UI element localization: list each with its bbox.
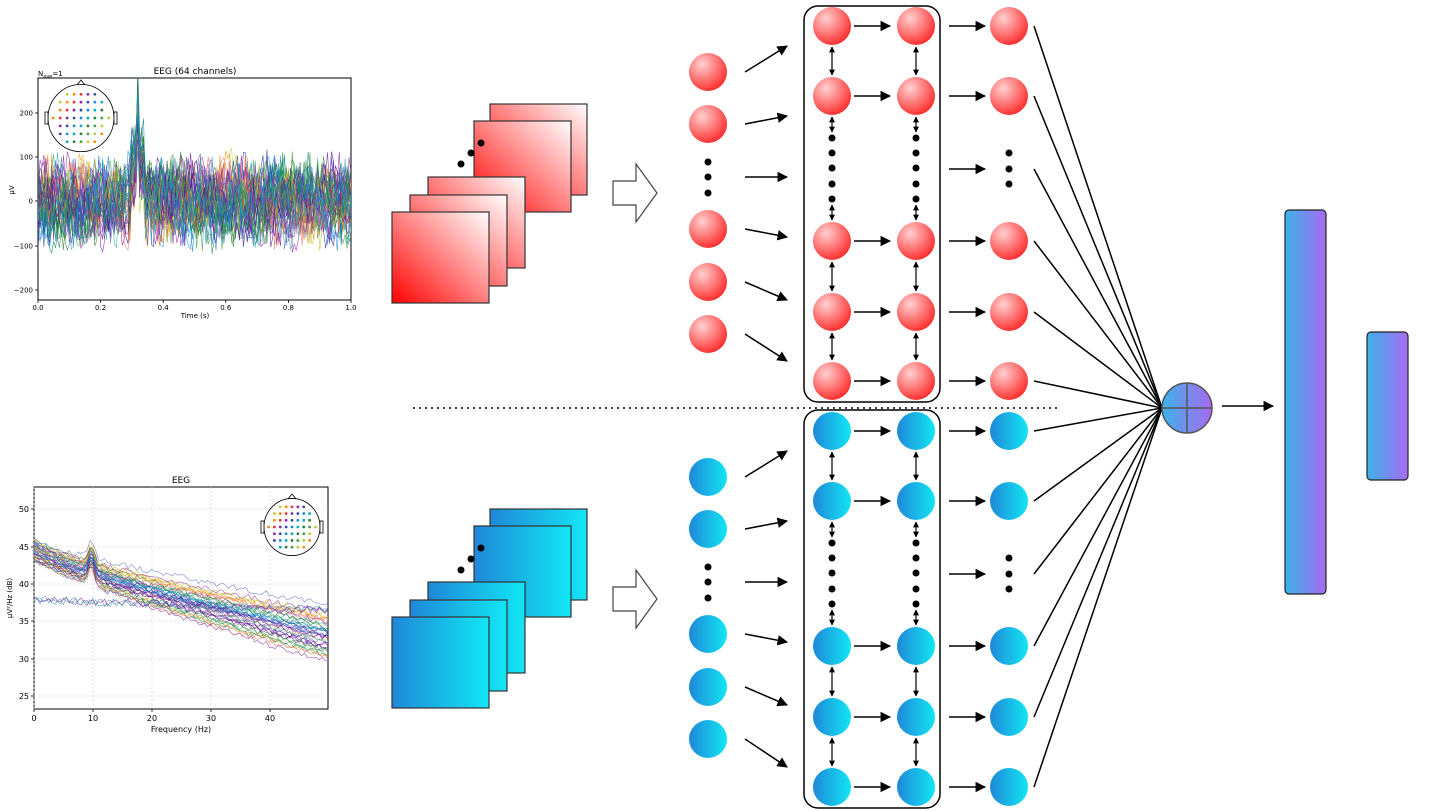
- blue-input-node: [689, 510, 727, 548]
- ytick-label: −100: [14, 243, 33, 251]
- red-input-node: [689, 105, 727, 143]
- feature-bar-small: [1367, 332, 1408, 480]
- red-input-node: [689, 53, 727, 91]
- eeg-time-xticks: 0.0 0.2 0.4 0.6 0.8 1.0: [32, 300, 356, 312]
- blue-lstm-node: [813, 412, 851, 450]
- xtick-label: 30: [206, 714, 216, 723]
- xtick-label: 40: [265, 714, 275, 723]
- blue-output-node: [990, 482, 1028, 520]
- blue-lstm-node: [813, 768, 851, 806]
- red-output-node: [990, 77, 1028, 115]
- ytick-label: −200: [14, 287, 33, 295]
- block-arrow-red: [613, 164, 657, 222]
- eeg-psd-xlabel: Frequency (Hz): [151, 725, 211, 734]
- ytick-label: 200: [20, 110, 33, 118]
- red-input-node: [689, 210, 727, 248]
- red-lstm-node: [897, 293, 935, 331]
- blue-lstm-node: [897, 482, 935, 520]
- eeg-psd-plot: EEG µV²/Hz (dB) Frequency (Hz) 0 10 20 30 40…: [6, 476, 328, 734]
- blue-input-node: [689, 720, 727, 758]
- eeg-time-xlabel: Time (s): [180, 312, 210, 320]
- eeg-psd-ylabel: µV²/Hz (dB): [6, 578, 14, 619]
- eeg-time-plot: EEG (64 channels) Nave=1 µV Time (s) 0.0…: [8, 67, 357, 320]
- red-image-stack: [392, 104, 587, 303]
- red-lstm-node: [897, 222, 935, 260]
- ytick-label: 0: [29, 198, 33, 206]
- red-recurrent-block: [804, 6, 940, 402]
- xtick-label: 0.0: [32, 304, 43, 312]
- blue-lstm-node: [813, 627, 851, 665]
- red-lstm-node: [897, 362, 935, 400]
- ytick-label: 45: [19, 543, 29, 552]
- blue-lstm-node: [897, 412, 935, 450]
- red-input-node: [689, 263, 727, 301]
- red-output-node: [990, 7, 1028, 45]
- feature-bar-large: [1285, 210, 1326, 594]
- network-graph: [689, 6, 1162, 808]
- blue-lstm-node: [897, 698, 935, 736]
- red-output-node: [990, 222, 1028, 260]
- blue-output-node: [990, 412, 1028, 450]
- blue-lstm-node: [897, 768, 935, 806]
- blue-input-node: [689, 458, 727, 496]
- ytick-label: 25: [19, 692, 29, 701]
- red-lstm-node: [813, 7, 851, 45]
- blue-recurrent-block: [804, 410, 940, 808]
- red-lstm-node: [813, 77, 851, 115]
- block-arrow-blue: [613, 570, 657, 628]
- red-output-node: [990, 362, 1028, 400]
- xtick-label: 10: [88, 714, 98, 723]
- blue-input-node: [689, 668, 727, 706]
- eeg-time-yticks: 200 100 0 −100 −200: [14, 110, 38, 295]
- eeg-psd-title: EEG: [172, 476, 190, 486]
- red-input-node: [689, 315, 727, 353]
- blue-lstm-node: [897, 627, 935, 665]
- blue-lstm-node: [813, 482, 851, 520]
- red-lstm-node: [897, 7, 935, 45]
- red-output-node: [990, 293, 1028, 331]
- blue-output-node: [990, 768, 1028, 806]
- xtick-label: 0.4: [158, 304, 170, 312]
- ytick-label: 30: [19, 655, 29, 664]
- xtick-label: 20: [147, 714, 157, 723]
- fusion-node: [1162, 383, 1212, 433]
- xtick-label: 0: [31, 714, 36, 723]
- xtick-label: 0.6: [220, 304, 232, 312]
- red-lstm-node: [813, 293, 851, 331]
- blue-input-node: [689, 615, 727, 653]
- eeg-time-ylabel: µV: [8, 185, 16, 194]
- eeg-time-title: EEG (64 channels): [154, 67, 237, 77]
- eeg-psd-yticks: 50 45 40 35 30 25: [19, 505, 34, 701]
- ytick-label: 40: [19, 580, 29, 589]
- xtick-label: 0.2: [95, 304, 106, 312]
- blue-image-stack: [392, 509, 587, 708]
- blue-output-node: [990, 698, 1028, 736]
- xtick-label: 0.8: [283, 304, 294, 312]
- blue-lstm-node: [813, 698, 851, 736]
- blue-output-node: [990, 627, 1028, 665]
- ytick-label: 35: [19, 617, 29, 626]
- ytick-label: 100: [20, 154, 33, 162]
- red-lstm-node: [813, 362, 851, 400]
- red-lstm-node: [897, 77, 935, 115]
- xtick-label: 1.0: [345, 304, 356, 312]
- eeg-psd-xticks: 0 10 20 30 40: [31, 709, 275, 723]
- red-lstm-node: [813, 222, 851, 260]
- ytick-label: 50: [19, 505, 29, 514]
